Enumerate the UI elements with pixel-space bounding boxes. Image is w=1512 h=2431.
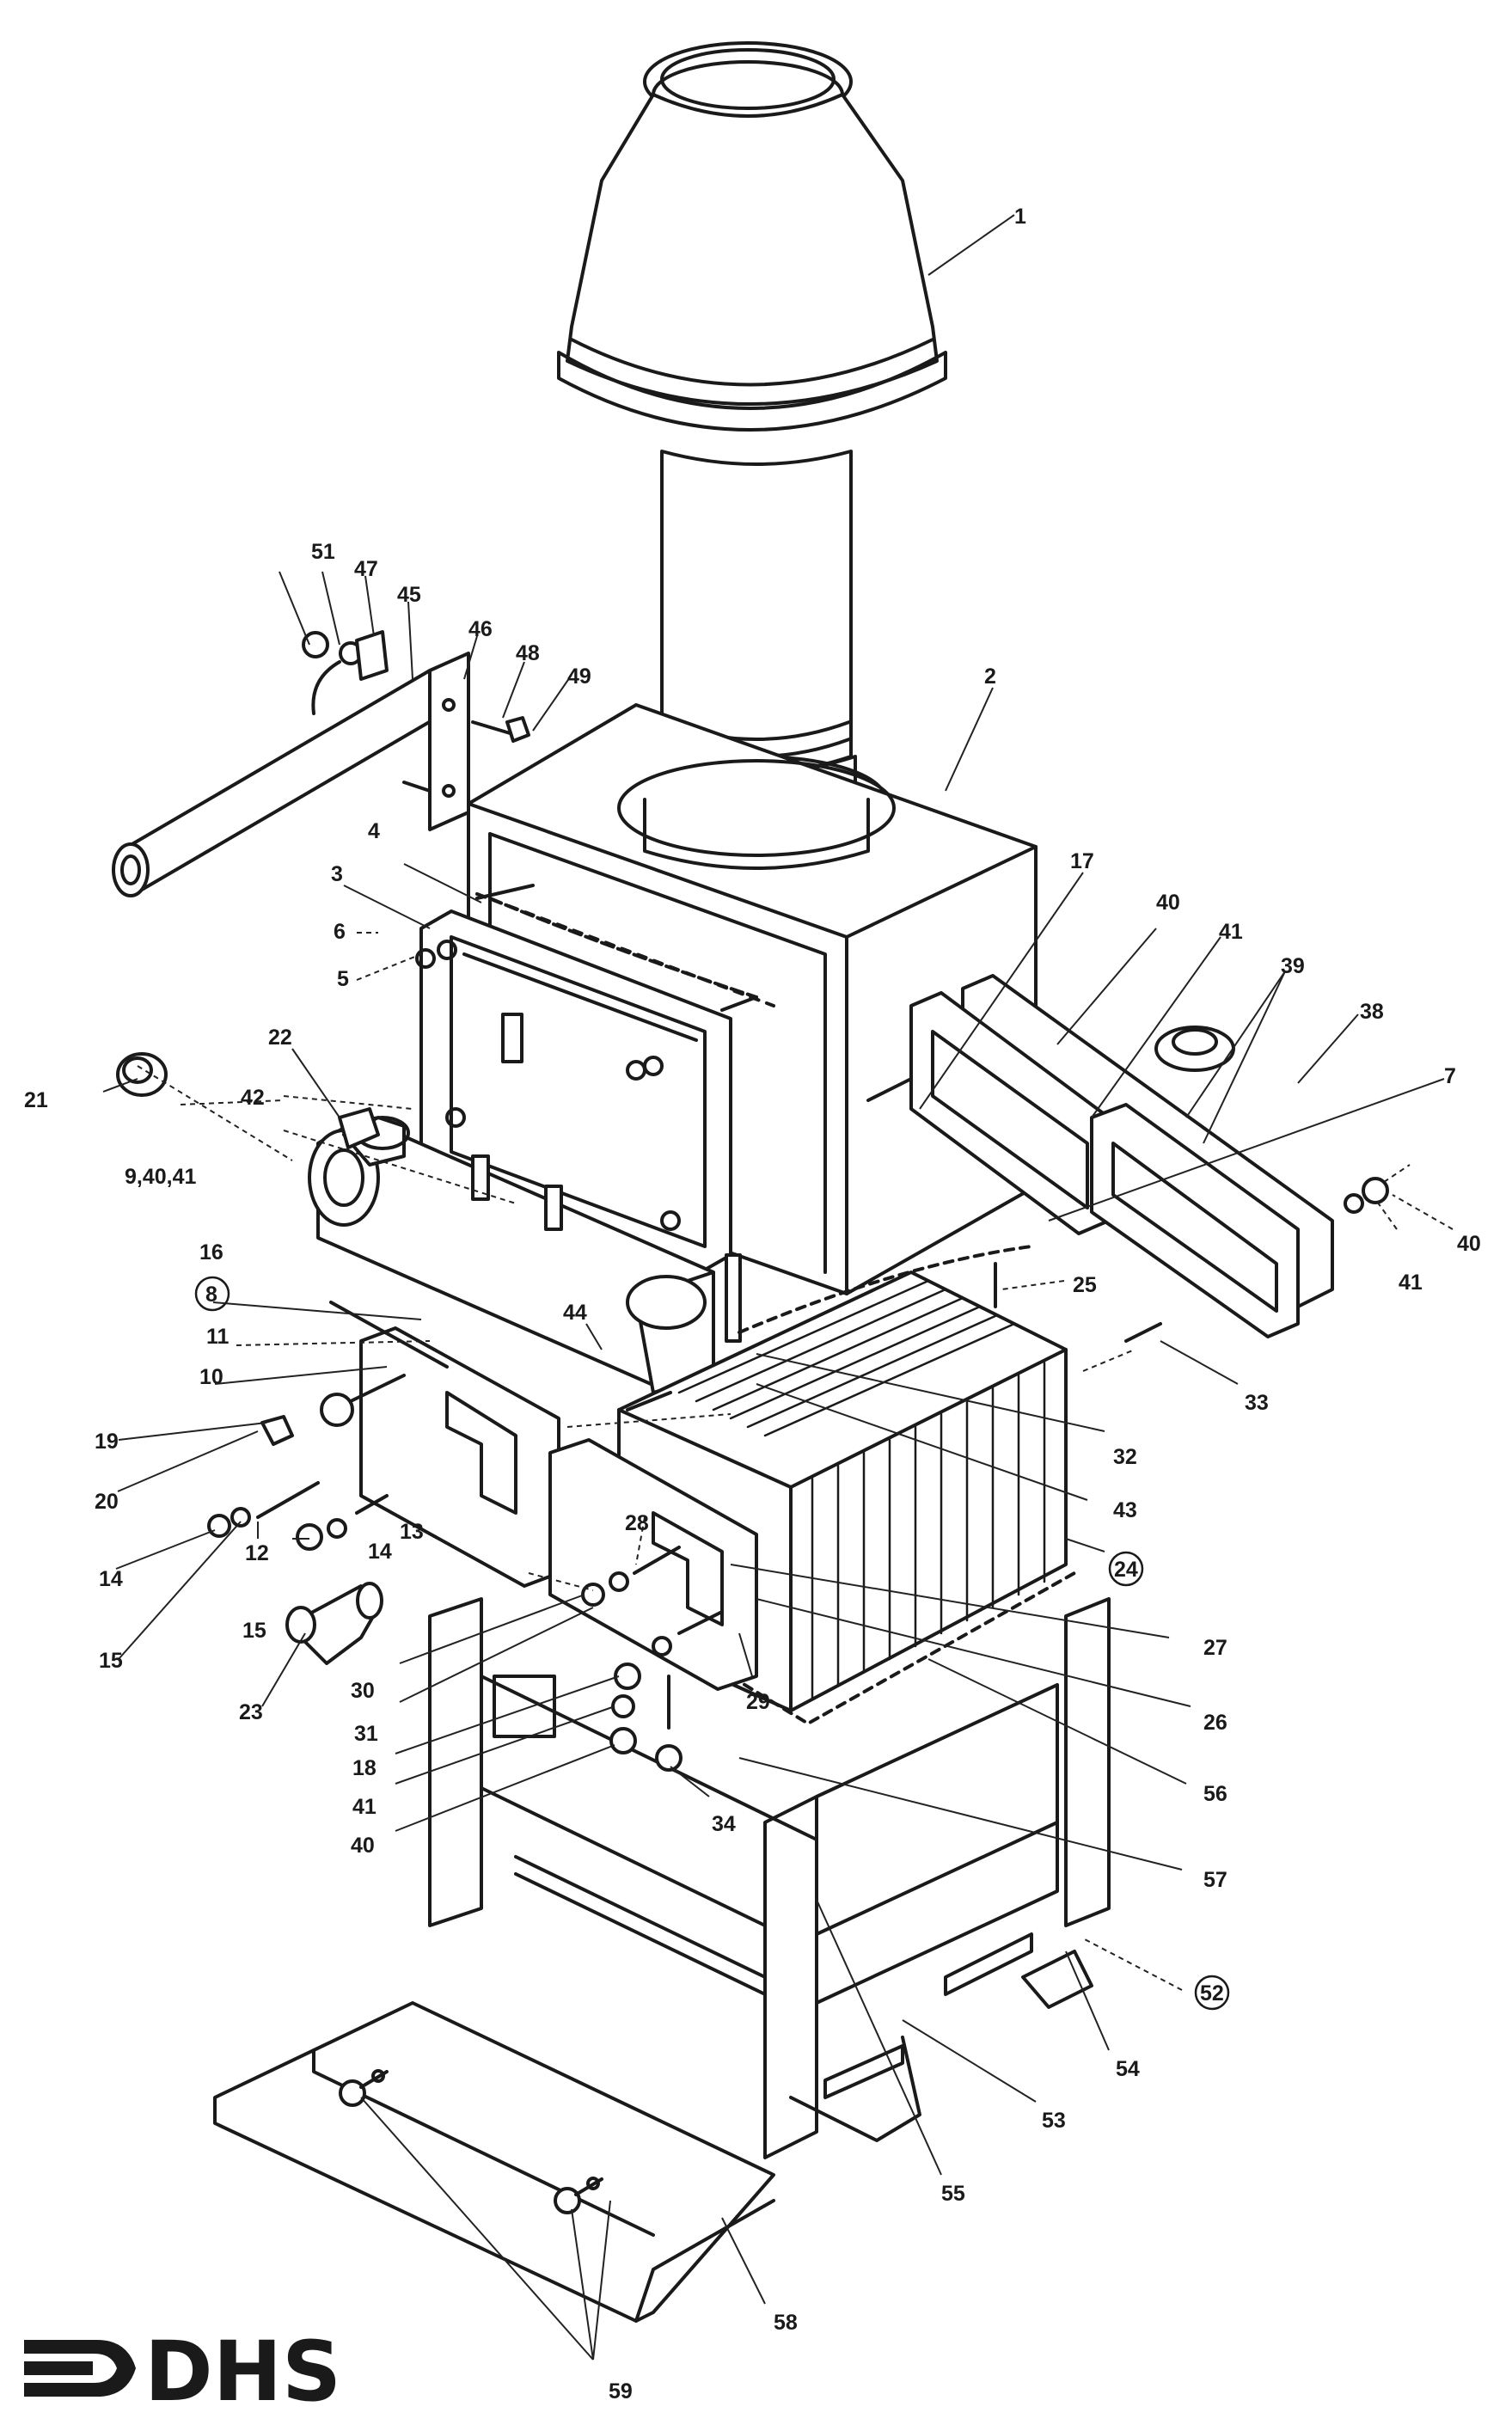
part-label-56: 56	[1203, 1782, 1227, 1806]
part-label-59: 59	[609, 2379, 633, 2403]
part-label-40b: 40	[1457, 1232, 1481, 1256]
part-label-51: 51	[311, 540, 335, 564]
part-label-41a: 41	[1219, 920, 1243, 944]
leader-lines	[102, 214, 1454, 2361]
part-circle-52	[1194, 1975, 1230, 2011]
part-label-10: 10	[199, 1365, 223, 1389]
part-label-24: 24	[1114, 1558, 1138, 1582]
part-label-33: 33	[1245, 1391, 1269, 1415]
small-fittings	[116, 1052, 1389, 2214]
part-label-32: 32	[1113, 1445, 1137, 1469]
part-label-11: 11	[206, 1325, 230, 1349]
part-label-38: 38	[1360, 1000, 1384, 1024]
part-label-14a: 14	[99, 1567, 123, 1591]
part-label-13: 13	[400, 1520, 424, 1544]
part-circle-8	[194, 1276, 230, 1312]
part-circle-24	[1108, 1551, 1144, 1587]
arrow-right-icon	[24, 2340, 136, 2397]
part-label-40c: 40	[351, 1834, 375, 1858]
part-label-22: 22	[268, 1026, 292, 1050]
burner-assemblies	[329, 1301, 758, 1691]
part-label-52: 52	[1200, 1981, 1224, 2005]
part-label-14b: 14	[368, 1540, 392, 1564]
part-label-25: 25	[1073, 1273, 1097, 1297]
side-panel-gaskets	[909, 974, 1334, 1338]
part-label-8: 8	[205, 1283, 217, 1307]
part-label-2: 2	[984, 664, 996, 689]
part-label-39: 39	[1281, 954, 1305, 978]
dhs-logo: DHS	[24, 2324, 341, 2416]
part-label-43: 43	[1113, 1498, 1137, 1522]
flue-hood	[557, 41, 947, 432]
gas-manifold	[308, 1116, 742, 1394]
part-label-29: 29	[746, 1690, 770, 1714]
base-tray	[213, 2001, 775, 2323]
part-label-34: 34	[712, 1812, 736, 1836]
part-label-44: 44	[563, 1301, 587, 1325]
part-label-19: 19	[95, 1430, 119, 1454]
part-label-58: 58	[774, 2311, 798, 2335]
part-label-45: 45	[397, 583, 421, 607]
part-label-42: 42	[241, 1086, 265, 1110]
part-label-41b: 41	[1399, 1271, 1423, 1295]
part-label-15a: 15	[99, 1649, 123, 1673]
part-label-6: 6	[334, 920, 346, 944]
part-label-28: 28	[625, 1511, 649, 1535]
part-label-54: 54	[1116, 2057, 1140, 2081]
part-label-18: 18	[352, 1756, 376, 1780]
part-label-31: 31	[354, 1722, 378, 1746]
part-label-16: 16	[199, 1240, 223, 1264]
part-label-57: 57	[1203, 1868, 1227, 1892]
part-label-9-40-41: 9,40,41	[125, 1165, 197, 1189]
part-label-23: 23	[239, 1700, 263, 1724]
part-label-47: 47	[354, 557, 378, 581]
part-label-21: 21	[24, 1088, 48, 1112]
part-label-26: 26	[1203, 1711, 1227, 1735]
part-label-7: 7	[1444, 1064, 1456, 1088]
part-label-5: 5	[337, 967, 349, 991]
logo-text: DHS	[144, 2324, 341, 2416]
part-label-53: 53	[1042, 2109, 1066, 2133]
part-label-17: 17	[1070, 849, 1094, 873]
part-label-15b: 15	[242, 1619, 266, 1643]
part-label-4: 4	[368, 819, 380, 843]
part-label-46: 46	[468, 617, 493, 641]
gas-inlet-pipe	[112, 630, 530, 897]
part-label-48: 48	[516, 641, 540, 665]
part-label-27: 27	[1203, 1636, 1227, 1660]
part-label-55: 55	[941, 2182, 965, 2206]
part-label-1: 1	[1014, 205, 1026, 229]
part-label-41c: 41	[352, 1795, 376, 1819]
part-labels: 1 2 3 4 5 6 7 8 9,40,41 10 11 12 13 14 1…	[24, 205, 1481, 2403]
part-label-40a: 40	[1156, 891, 1180, 915]
part-label-30: 30	[351, 1679, 375, 1703]
part-label-3: 3	[331, 862, 343, 886]
part-label-20: 20	[95, 1490, 119, 1514]
part-label-12: 12	[245, 1541, 269, 1565]
part-label-49: 49	[567, 664, 591, 689]
